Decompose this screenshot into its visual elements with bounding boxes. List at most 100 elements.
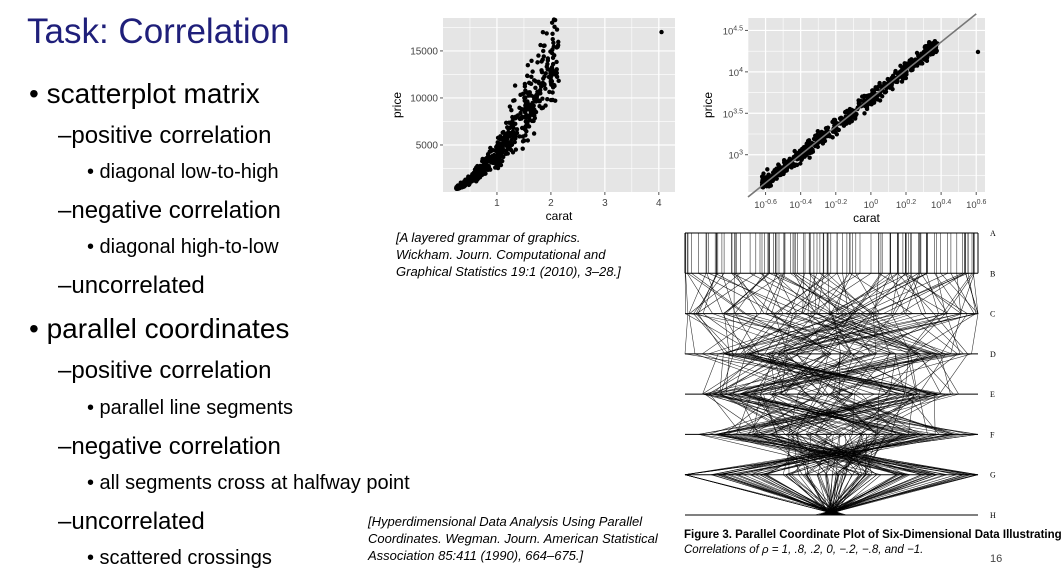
- polyline: [704, 233, 962, 516]
- data-point: [513, 116, 518, 121]
- data-point: [818, 132, 823, 137]
- data-point: [539, 69, 545, 75]
- y-tick-label: 15000: [410, 46, 438, 57]
- data-point: [532, 113, 537, 118]
- data-point: [550, 67, 555, 72]
- data-point: [506, 120, 512, 125]
- bullet-outline: • scatterplot matrix –positive correlatio…: [0, 0, 520, 575]
- data-point: [856, 100, 862, 106]
- data-point: [523, 95, 528, 100]
- polyline: [701, 233, 937, 516]
- polyline: [720, 233, 928, 516]
- bullet-level2: –negative correlation: [58, 197, 281, 224]
- data-point: [532, 96, 537, 102]
- data-point: [510, 121, 516, 126]
- data-point: [525, 63, 531, 68]
- bullet-level2: –uncorrelated: [58, 508, 205, 535]
- slide-title: Task: Correlation: [27, 12, 290, 51]
- data-point: [490, 147, 496, 153]
- polyline: [739, 233, 979, 516]
- data-point: [522, 108, 527, 113]
- polyline: [686, 233, 904, 516]
- data-point: [834, 132, 840, 137]
- polyline: [684, 233, 970, 516]
- x-axis-label: carat: [546, 209, 573, 223]
- data-point: [523, 88, 528, 93]
- data-point: [523, 124, 528, 129]
- bullet-level1: • scatterplot matrix: [29, 78, 260, 109]
- trend-line: [747, 13, 977, 198]
- data-point: [514, 127, 520, 132]
- data-point: [893, 68, 898, 74]
- data-point: [543, 86, 548, 91]
- data-point: [862, 111, 867, 116]
- data-point: [821, 139, 826, 144]
- data-point: [501, 154, 506, 160]
- data-point: [494, 157, 500, 162]
- bullet-level1: • parallel coordinates: [29, 313, 290, 344]
- data-point: [522, 115, 527, 120]
- data-point: [531, 131, 537, 136]
- data-point: [914, 63, 920, 68]
- polyline: [770, 233, 979, 516]
- data-point: [836, 127, 842, 133]
- x-tick-label: 1: [494, 198, 500, 209]
- data-point: [506, 130, 511, 135]
- data-point: [556, 78, 561, 84]
- data-point: [485, 152, 491, 157]
- data-point: [550, 90, 555, 95]
- data-point: [550, 55, 556, 61]
- data-point: [541, 48, 546, 54]
- polyline: [721, 233, 901, 516]
- citation-wegman: [Hyperdimensional Data Analysis Using Pa…: [368, 514, 658, 563]
- data-point: [535, 89, 540, 94]
- data-point: [506, 126, 511, 132]
- data-point: [885, 76, 890, 82]
- data-point: [923, 57, 928, 63]
- polyline: [753, 233, 849, 516]
- data-point: [830, 119, 835, 125]
- data-point: [774, 166, 779, 171]
- data-point: [512, 83, 518, 88]
- bullet-level3: • all segments cross at halfway point: [87, 472, 410, 494]
- polyline: [732, 233, 840, 516]
- data-point: [547, 89, 552, 95]
- x-tick-label: 10-0.2: [824, 199, 847, 211]
- data-point: [810, 147, 815, 153]
- data-point: [550, 36, 555, 42]
- data-point: [548, 97, 554, 103]
- polyline: [702, 233, 966, 516]
- polyline: [785, 233, 963, 516]
- data-point: [797, 148, 803, 153]
- data-point: [849, 118, 855, 124]
- data-point: [510, 150, 516, 155]
- data-point: [550, 31, 555, 37]
- data-point: [520, 146, 525, 151]
- data-point: [535, 92, 540, 98]
- data-point: [529, 74, 534, 79]
- data-point: [804, 152, 809, 158]
- bullet-level2: –negative correlation: [58, 433, 281, 460]
- page-number: 16: [990, 553, 1003, 565]
- data-point: [482, 169, 487, 174]
- data-point: [852, 114, 858, 120]
- polyline: [725, 233, 961, 516]
- bullet-level3: • scattered crossings: [87, 547, 272, 569]
- data-point: [914, 50, 920, 56]
- polyline: [711, 233, 895, 516]
- x-tick-label: 100: [864, 199, 879, 211]
- x-tick-label: 4: [656, 198, 662, 209]
- polyline: [688, 233, 939, 516]
- polyline: [752, 233, 942, 516]
- data-point: [517, 134, 522, 139]
- x-axis-label: carat: [853, 211, 880, 225]
- bullet-level2: –positive correlation: [58, 357, 272, 384]
- polyline: [746, 233, 911, 516]
- data-point: [543, 103, 548, 108]
- axis-label: A: [990, 229, 996, 238]
- polyline: [749, 233, 876, 516]
- data-point: [556, 39, 561, 45]
- y-axis-label: price: [390, 92, 404, 118]
- data-point: [536, 53, 541, 58]
- data-point: [544, 31, 549, 36]
